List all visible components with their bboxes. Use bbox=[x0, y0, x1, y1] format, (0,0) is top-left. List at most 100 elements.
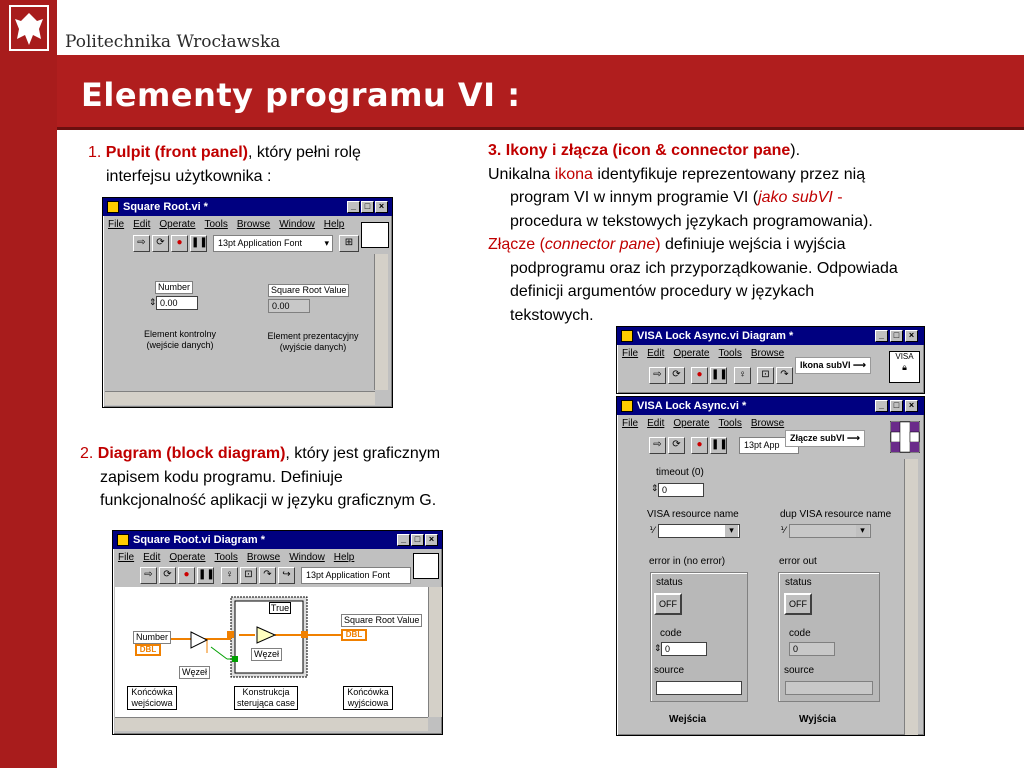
menu-browse[interactable]: Browse bbox=[246, 552, 281, 563]
p1-subvi: jako subVI bbox=[758, 189, 833, 206]
visa-front-panel-window: VISA Lock Async.vi * _ □ × File Edit Ope… bbox=[616, 396, 925, 736]
increment-arrows-icon[interactable]: ⇕ bbox=[651, 483, 659, 493]
visa-fp-title: VISA Lock Async.vi * bbox=[637, 400, 747, 412]
menu-operate[interactable]: Operate bbox=[169, 552, 206, 563]
case-selector[interactable]: True bbox=[269, 602, 291, 614]
code-label: code bbox=[660, 628, 682, 639]
menu-browse[interactable]: Browse bbox=[236, 219, 271, 230]
vertical-scrollbar[interactable] bbox=[428, 587, 442, 717]
highlight-bulb-icon[interactable]: ♀ bbox=[221, 567, 238, 584]
font-selector[interactable]: 13pt Application Font▾ bbox=[213, 235, 333, 252]
run-continuous-icon[interactable]: ⟳ bbox=[668, 367, 685, 384]
abort-icon[interactable]: ● bbox=[691, 437, 708, 454]
p1-l2b: - bbox=[832, 189, 843, 206]
highlight-bulb-icon[interactable]: ♀ bbox=[734, 367, 751, 384]
status-label: status bbox=[785, 577, 812, 588]
increment-arrows-icon[interactable]: ⇕ bbox=[654, 643, 662, 653]
abort-icon[interactable]: ● bbox=[171, 235, 188, 252]
output-terminal[interactable]: DBL bbox=[341, 629, 367, 641]
menu-window[interactable]: Window bbox=[279, 219, 315, 230]
visa-in-control[interactable]: ▾ bbox=[658, 524, 740, 538]
section1-heading: Pulpit (front panel) bbox=[105, 144, 248, 161]
maximize-button[interactable]: □ bbox=[411, 534, 424, 546]
menu-operate[interactable]: Operate bbox=[673, 418, 710, 429]
menu-help[interactable]: Help bbox=[323, 219, 345, 230]
source-indicator bbox=[785, 681, 873, 695]
caption-output-terminal: Końcówka wyjściowa bbox=[343, 686, 393, 710]
menu-help[interactable]: Help bbox=[333, 552, 355, 563]
run-arrow-icon[interactable]: ⇨ bbox=[133, 235, 150, 252]
menu-tools[interactable]: Tools bbox=[718, 348, 742, 359]
section3-heading-end: ). bbox=[790, 142, 801, 159]
menu-file[interactable]: File bbox=[622, 348, 639, 359]
increment-arrows-icon[interactable]: ⇕ bbox=[149, 297, 157, 307]
run-arrow-icon[interactable]: ⇨ bbox=[140, 567, 157, 584]
menu-browse[interactable]: Browse bbox=[750, 348, 785, 359]
minimize-button[interactable]: _ bbox=[875, 400, 888, 412]
menu-operate[interactable]: Operate bbox=[159, 219, 196, 230]
control-caption-l2: (wejście danych) bbox=[146, 340, 214, 350]
close-button[interactable]: × bbox=[905, 330, 918, 342]
align-icon[interactable]: ⊞ bbox=[339, 235, 359, 252]
fp-titlebar: Square Root.vi * bbox=[103, 198, 392, 216]
vertical-scrollbar[interactable] bbox=[374, 254, 388, 390]
status-toggle[interactable]: OFF bbox=[654, 593, 682, 615]
horizontal-scrollbar[interactable] bbox=[105, 391, 375, 405]
connector-pane-callout: Złącze subVI ⟶ bbox=[785, 430, 865, 447]
pause-icon[interactable]: ❚❚ bbox=[710, 437, 728, 454]
close-button[interactable]: × bbox=[375, 201, 388, 213]
status-led: OFF bbox=[784, 593, 812, 615]
input-terminal[interactable]: DBL bbox=[135, 644, 161, 656]
run-continuous-icon[interactable]: ⟳ bbox=[668, 437, 685, 454]
chevron-down-icon: ▾ bbox=[725, 525, 738, 537]
menu-tools[interactable]: Tools bbox=[214, 552, 238, 563]
font-selector[interactable]: 13pt Application Font bbox=[301, 567, 411, 584]
control-label: Number bbox=[155, 281, 194, 294]
minimize-button[interactable]: _ bbox=[397, 534, 410, 546]
menu-file[interactable]: File bbox=[622, 418, 639, 429]
timeout-control[interactable]: 0 bbox=[658, 483, 704, 497]
minimize-button[interactable]: _ bbox=[347, 201, 360, 213]
university-name: Politechnika Wrocławska bbox=[65, 32, 281, 52]
menu-edit[interactable]: Edit bbox=[133, 219, 151, 230]
menu-browse[interactable]: Browse bbox=[750, 418, 785, 429]
menu-tools[interactable]: Tools bbox=[718, 418, 742, 429]
close-button[interactable]: × bbox=[905, 400, 918, 412]
menu-edit[interactable]: Edit bbox=[143, 552, 161, 563]
subvi-icon-callout: Ikona subVI ⟶ bbox=[795, 357, 871, 374]
numeric-control[interactable]: 0.00 bbox=[156, 296, 198, 310]
retain-wire-icon[interactable]: ⊡ bbox=[240, 567, 257, 584]
menu-edit[interactable]: Edit bbox=[647, 348, 665, 359]
close-button[interactable]: × bbox=[425, 534, 438, 546]
pause-icon[interactable]: ❚❚ bbox=[190, 235, 208, 252]
step-icon[interactable]: ↷ bbox=[776, 367, 793, 384]
maximize-button[interactable]: □ bbox=[890, 400, 903, 412]
run-continuous-icon[interactable]: ⟳ bbox=[152, 235, 169, 252]
chevron-down-icon: ▾ bbox=[856, 525, 869, 537]
menu-operate[interactable]: Operate bbox=[673, 348, 710, 359]
maximize-button[interactable]: □ bbox=[361, 201, 374, 213]
menu-edit[interactable]: Edit bbox=[647, 418, 665, 429]
source-control[interactable] bbox=[656, 681, 742, 695]
menu-file[interactable]: File bbox=[118, 552, 135, 563]
minimize-button[interactable]: _ bbox=[875, 330, 888, 342]
pause-icon[interactable]: ❚❚ bbox=[197, 567, 215, 584]
vertical-scrollbar[interactable] bbox=[904, 459, 918, 735]
menu-tools[interactable]: Tools bbox=[204, 219, 228, 230]
pause-icon[interactable]: ❚❚ bbox=[710, 367, 728, 384]
abort-icon[interactable]: ● bbox=[691, 367, 708, 384]
maximize-button[interactable]: □ bbox=[890, 330, 903, 342]
vi-icon bbox=[107, 201, 119, 213]
step-icon[interactable]: ↷ bbox=[259, 567, 276, 584]
code-control[interactable]: 0 bbox=[661, 642, 707, 656]
retain-wire-icon[interactable]: ⊡ bbox=[757, 367, 774, 384]
code-indicator: 0 bbox=[789, 642, 835, 656]
menu-file[interactable]: File bbox=[108, 219, 125, 230]
menu-window[interactable]: Window bbox=[289, 552, 325, 563]
run-continuous-icon[interactable]: ⟳ bbox=[159, 567, 176, 584]
horizontal-scrollbar[interactable] bbox=[115, 717, 428, 731]
run-arrow-icon[interactable]: ⇨ bbox=[649, 437, 666, 454]
run-arrow-icon[interactable]: ⇨ bbox=[649, 367, 666, 384]
step-over-icon[interactable]: ↪ bbox=[278, 567, 295, 584]
abort-icon[interactable]: ● bbox=[178, 567, 195, 584]
